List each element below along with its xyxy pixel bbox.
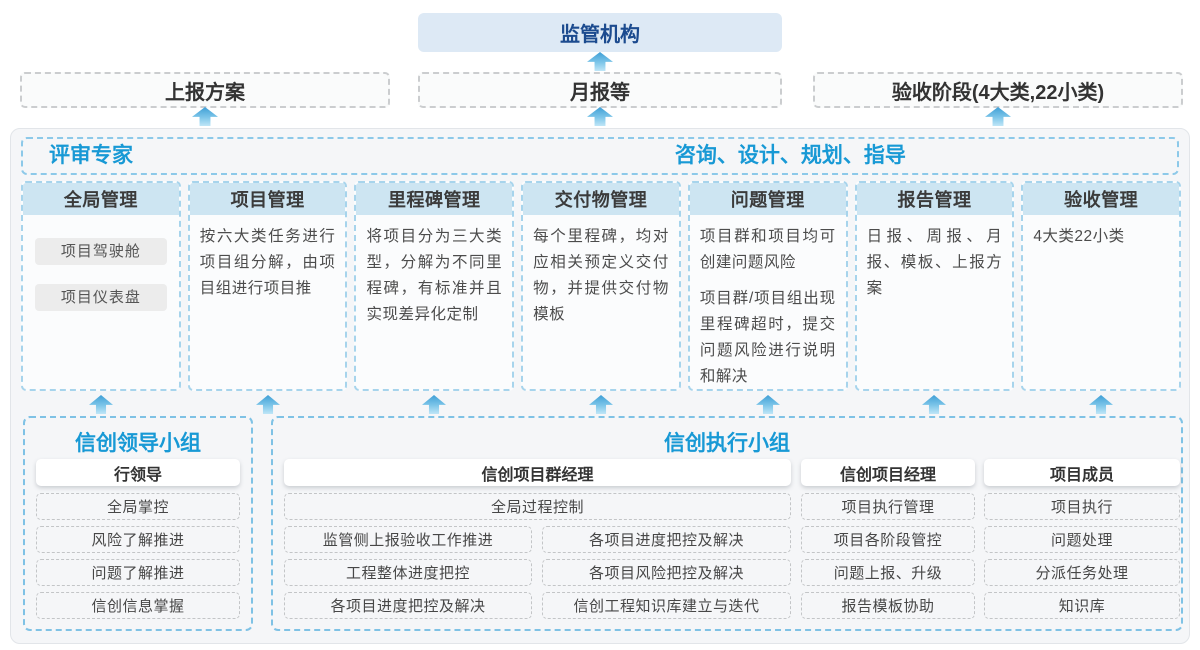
list-item: 信创工程知识库建立与迭代 xyxy=(542,592,791,619)
column-text: 4大类22小类 xyxy=(1033,228,1125,245)
column-body: 日报、周报、月报、模板、上报方案 xyxy=(857,215,1013,302)
list-item: 问题了解推进 xyxy=(36,559,240,586)
column-issue-management: 问题管理 项目群和项目均可创建问题风险 项目群/项目组出现里程碑超时，提交问题风… xyxy=(687,181,848,391)
stage-box-monthly-report: 月报等 xyxy=(418,72,782,108)
column-title: 问题管理 xyxy=(689,183,846,215)
column-global-management: 全局管理 项目驾驶舱 项目仪表盘 xyxy=(21,181,181,391)
list-item: 风险了解推进 xyxy=(36,526,240,553)
column-body: 项目群和项目均可创建问题风险 项目群/项目组出现里程碑超时，提交问题风险进行说明… xyxy=(690,215,846,389)
main-panel: 评审专家 咨询、设计、规划、指导 全局管理 项目驾驶舱 项目仪表盘 项目管理 按… xyxy=(10,128,1190,644)
list-item: 各项目进度把控及解决 xyxy=(542,526,791,553)
list-item: 各项目风险把控及解决 xyxy=(542,559,791,586)
list-item: 全局掌控 xyxy=(36,493,240,520)
stage-label: 月报等 xyxy=(570,81,630,104)
leader-group-panel: 信创领导小组 行领导 全局掌控 风险了解推进 问题了解推进 信创信息掌握 xyxy=(23,416,253,631)
column-text: 日报、周报、月报、模板、上报方案 xyxy=(866,228,1003,298)
list-item: 项目执行 xyxy=(984,493,1180,520)
list-item: 监管侧上报验收工作推进 xyxy=(284,526,532,553)
chip-project-cockpit: 项目驾驶舱 xyxy=(35,238,167,265)
consult-label: 咨询、设计、规划、指导 xyxy=(674,144,906,167)
list-item: 问题处理 xyxy=(984,526,1180,553)
expert-label: 评审专家 xyxy=(49,144,133,167)
list-item: 各项目进度把控及解决 xyxy=(284,592,532,619)
column-text: 将项目分为三大类型，分解为不同里程碑，有标准并且实现差异化定制 xyxy=(366,228,503,324)
up-arrow-icon xyxy=(587,52,613,71)
stage-box-acceptance: 验收阶段(4大类,22小类) xyxy=(813,72,1183,108)
column-text: 按六大类任务进行项目组分解，由项目组进行项目推 xyxy=(199,228,336,298)
list-item: 问题上报、升级 xyxy=(801,559,975,586)
role-box-program-manager: 信创项目群经理 xyxy=(284,459,791,486)
column-deliverable-management: 交付物管理 每个里程碑，均对应相关预定义交付物，并提供交付物模板 xyxy=(521,181,681,391)
experts-header: 评审专家 咨询、设计、规划、指导 xyxy=(21,137,1179,175)
exec-group-panel: 信创执行小组 信创项目群经理 全局过程控制 监管侧上报验收工作推进 工程整体进度… xyxy=(271,416,1183,631)
up-arrow-icon xyxy=(89,395,113,414)
column-milestone-management: 里程碑管理 将项目分为三大类型，分解为不同里程碑，有标准并且实现差异化定制 xyxy=(354,181,515,391)
leader-group-title: 信创领导小组 xyxy=(75,432,201,455)
list-item: 项目各阶段管控 xyxy=(801,526,975,553)
role-box-bank-leader: 行领导 xyxy=(36,459,240,486)
chip-project-dashboard: 项目仪表盘 xyxy=(35,284,167,311)
list-item: 知识库 xyxy=(984,592,1180,619)
up-arrow-icon xyxy=(422,395,446,414)
column-text: 项目群和项目均可创建问题风险 xyxy=(699,228,836,272)
column-title: 报告管理 xyxy=(856,183,1013,215)
stage-label: 上报方案 xyxy=(165,81,245,104)
column-body: 项目驾驶舱 项目仪表盘 xyxy=(23,215,179,311)
up-arrow-icon xyxy=(192,107,218,126)
column-body: 按六大类任务进行项目组分解，由项目组进行项目推 xyxy=(190,215,346,302)
up-arrow-icon xyxy=(587,107,613,126)
column-project-management: 项目管理 按六大类任务进行项目组分解，由项目组进行项目推 xyxy=(187,181,348,391)
list-item: 全局过程控制 xyxy=(284,493,791,520)
column-title: 项目管理 xyxy=(189,183,346,215)
column-title: 全局管理 xyxy=(23,183,179,215)
role-box-member: 项目成员 xyxy=(984,459,1180,486)
up-arrow-icon xyxy=(756,395,780,414)
up-arrow-icon xyxy=(256,395,280,414)
column-title: 里程碑管理 xyxy=(356,183,513,215)
list-item: 报告模板协助 xyxy=(801,592,975,619)
column-title: 交付物管理 xyxy=(523,183,679,215)
column-text: 每个里程碑，均对应相关预定义交付物，并提供交付物模板 xyxy=(533,228,669,324)
up-arrow-icon xyxy=(589,395,613,414)
column-body: 4大类22小类 xyxy=(1023,215,1179,250)
up-arrow-icon xyxy=(1089,395,1113,414)
role-box-project-manager: 信创项目经理 xyxy=(801,459,975,486)
stage-label: 验收阶段(4大类,22小类) xyxy=(891,81,1105,104)
list-item: 信创信息掌握 xyxy=(36,592,240,619)
list-item: 分派任务处理 xyxy=(984,559,1180,586)
up-arrow-icon xyxy=(922,395,946,414)
column-acceptance-management: 验收管理 4大类22小类 xyxy=(1021,181,1182,391)
column-title: 验收管理 xyxy=(1023,183,1180,215)
column-report-management: 报告管理 日报、周报、月报、模板、上报方案 xyxy=(854,181,1015,391)
list-item: 项目执行管理 xyxy=(801,493,975,520)
list-item: 工程整体进度把控 xyxy=(284,559,532,586)
management-columns: 全局管理 项目驾驶舱 项目仪表盘 项目管理 按六大类任务进行项目组分解，由项目组… xyxy=(21,181,1182,391)
column-text: 项目群/项目组出现里程碑超时，提交问题风险进行说明和解决 xyxy=(699,290,836,386)
column-body: 每个里程碑，均对应相关预定义交付物，并提供交付物模板 xyxy=(523,215,679,328)
stage-box-report-plan: 上报方案 xyxy=(20,72,390,108)
regulator-label: 监管机构 xyxy=(560,24,640,46)
up-arrow-icon xyxy=(985,107,1011,126)
column-body: 将项目分为三大类型，分解为不同里程碑，有标准并且实现差异化定制 xyxy=(356,215,512,328)
exec-group-title: 信创执行小组 xyxy=(664,432,790,455)
regulator-box: 监管机构 xyxy=(418,13,782,52)
